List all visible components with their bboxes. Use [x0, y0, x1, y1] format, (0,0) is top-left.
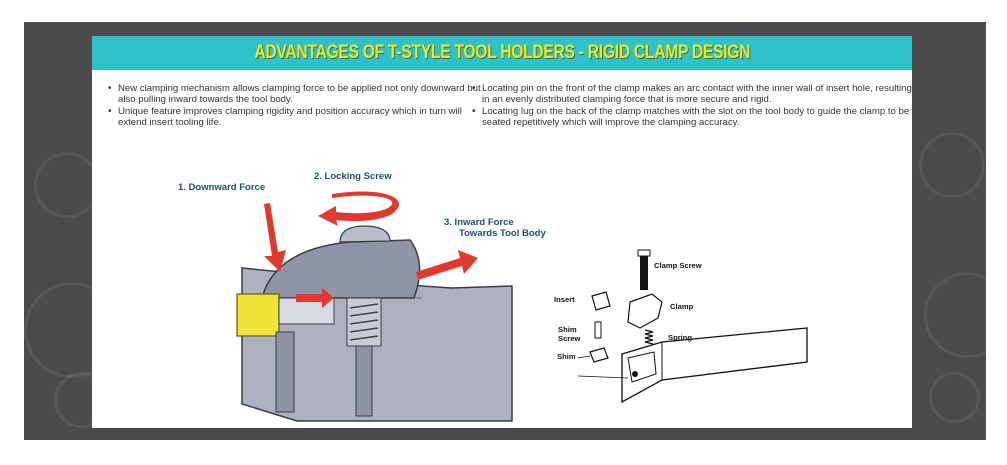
locking-screw-label: 2. Locking Screw	[314, 171, 392, 182]
shim-part	[589, 347, 609, 363]
clamp-cutaway-illustration	[236, 191, 513, 422]
gear-decoration-5	[924, 272, 986, 358]
slide: ADVANTAGES OF T-STYLE TOOL HOLDERS - RIG…	[92, 36, 912, 428]
clamp-screw-part	[640, 254, 648, 290]
inward-force-label-line2: Towards Tool Body	[459, 228, 546, 239]
insert-label: Insert	[554, 295, 575, 304]
gear-decoration-1	[34, 152, 100, 218]
clamp-part	[627, 293, 663, 329]
slide-title: ADVANTAGES OF T-STYLE TOOL HOLDERS - RIG…	[254, 42, 750, 63]
inward-force-arrow	[416, 250, 478, 280]
insert-part	[591, 291, 611, 311]
insert-highlight	[236, 293, 280, 337]
clamp-screw-label: Clamp Screw	[654, 261, 702, 270]
shim-screw-part	[594, 321, 602, 339]
clamp-label: Clamp	[670, 302, 694, 311]
insert-pull-arrow	[296, 288, 334, 308]
bullet-item: Unique feature improves clamping rigidit…	[108, 106, 490, 128]
bullet-item: Locating lug on the back of the clamp ma…	[472, 106, 912, 128]
bullet-item: New clamping mechanism allows clamping f…	[108, 83, 490, 105]
shim-label: Shim	[557, 352, 576, 361]
gear-decoration-4	[919, 132, 985, 198]
locking-screw-arrow	[318, 191, 400, 226]
bullet-item: Locating pin on the front of the clamp m…	[472, 83, 912, 105]
downward-force-arrow	[264, 203, 286, 272]
shim-screw-label: Shim Screw	[558, 325, 581, 343]
bullet-list-left: New clamping mechanism allows clamping f…	[106, 83, 490, 130]
spring-part	[644, 329, 654, 345]
shim-screw-label-line1: Shim	[558, 325, 577, 334]
inward-force-label-line1: 3. Inward Force	[444, 217, 514, 228]
bullet-list-right: Locating pin on the front of the clamp m…	[470, 83, 912, 130]
exploded-parts-diagram	[577, 249, 808, 404]
title-banner: ADVANTAGES OF T-STYLE TOOL HOLDERS - RIG…	[92, 36, 912, 70]
gear-decoration-6	[929, 372, 980, 423]
shim-screw-label-line2: Screw	[558, 333, 581, 343]
downward-force-label: 1. Downward Force	[178, 182, 266, 193]
inward-force-label: 3. Inward Force Towards Tool Body	[444, 217, 546, 239]
spring-label: Spring	[668, 333, 693, 342]
